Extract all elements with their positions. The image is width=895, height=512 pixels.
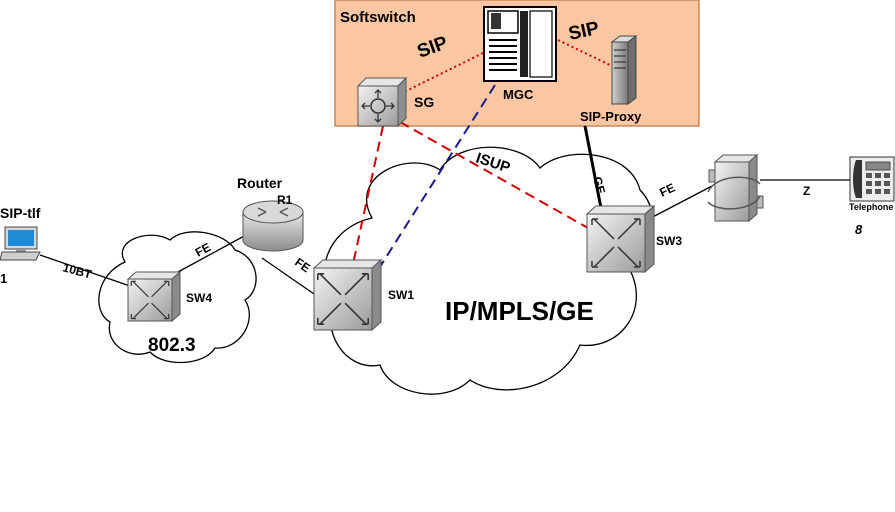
core-cloud (323, 146, 654, 395)
softswitch-title: Softswitch (340, 9, 416, 26)
router-id-label: R1 (277, 193, 293, 207)
isup-link-sg-sw1 (352, 125, 384, 265)
telephone-icon (849, 156, 895, 202)
sw1-switch (312, 258, 383, 332)
telephone-label: Telephone (849, 202, 893, 212)
sip-terminal-label: SIP-tlf (0, 205, 41, 221)
mgc-server (483, 6, 557, 82)
isup-link-sg-sw3 (399, 121, 589, 229)
sw3-switch (585, 204, 656, 274)
sg-label: SG (414, 94, 434, 110)
router-r1 (242, 200, 304, 252)
tenbt-label: 10BT (61, 260, 94, 281)
ge-label: GE (590, 175, 608, 195)
sg-gateway (356, 76, 408, 128)
fe-router-sw1-label: FE (292, 255, 313, 275)
telephone-number: 8 (855, 222, 863, 237)
sw1-label: SW1 (388, 288, 414, 302)
sip-terminal-number: 1 (0, 271, 7, 286)
sip-link-sg-mgc (395, 51, 486, 97)
sw4-switch (126, 270, 182, 323)
sw3-label: SW3 (656, 234, 682, 248)
fe-router-sw4-label: FE (193, 240, 213, 260)
fe-sw3-converter-label: FE (657, 181, 677, 200)
router-name-label: Router (237, 175, 283, 191)
link-terminal-sw4 (39, 254, 131, 287)
link-proxy-sw3 (583, 125, 603, 209)
sip-proxy-label: SIP-Proxy (580, 109, 642, 124)
link-sw4-router (177, 234, 247, 273)
link-router-sw1 (261, 257, 318, 297)
sw4-label: SW4 (186, 291, 212, 305)
sip-terminal-pc (0, 226, 41, 261)
z-label: Z (803, 184, 810, 198)
mgc-label: MGC (503, 87, 534, 102)
link-sw3-converter (644, 185, 713, 222)
media-converter (707, 153, 764, 223)
mgc-link-sw1 (377, 84, 496, 271)
sip-proxy-server (610, 35, 638, 105)
core-cloud-label: IP/MPLS/GE (445, 296, 594, 326)
access-cloud-label: 802.3 (148, 335, 196, 356)
